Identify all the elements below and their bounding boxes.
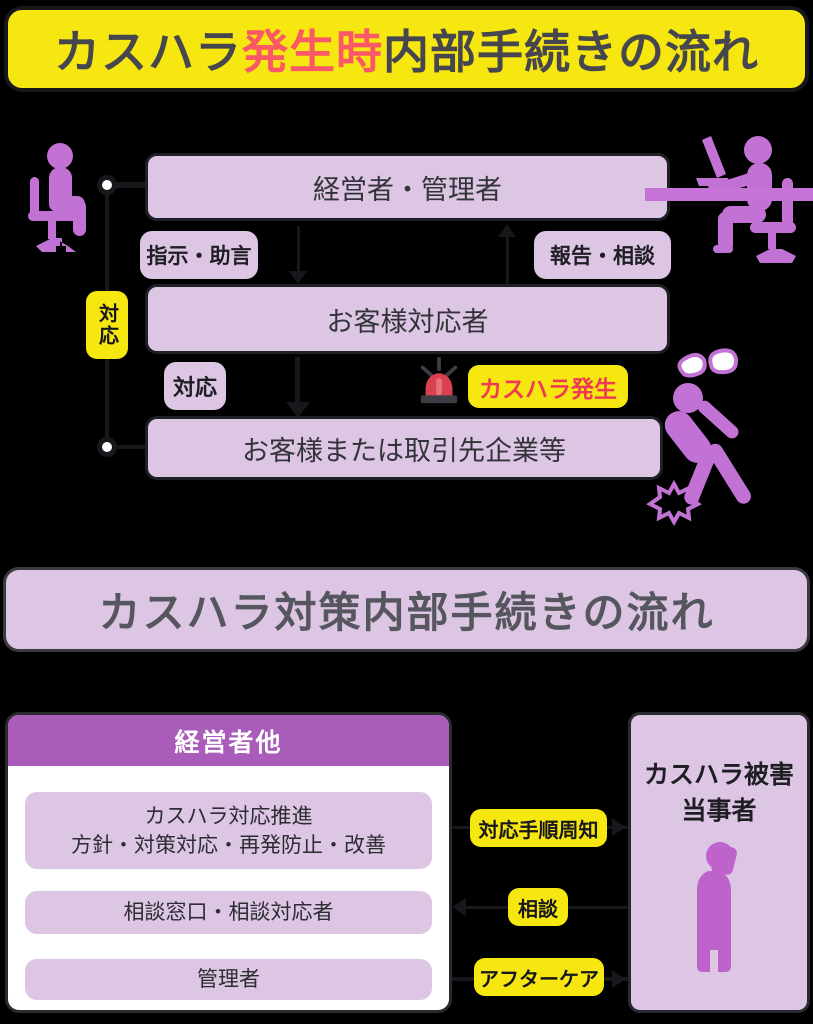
victim-line-2: 当事者: [681, 797, 757, 825]
stomp-burst: [646, 479, 702, 527]
box-staff: お客様対応者: [145, 284, 670, 354]
arrow-up-head: [498, 224, 516, 237]
victim-title: カスハラ被害 当事者: [644, 757, 794, 829]
title1-segment-3: 内部手続きの流れ: [383, 26, 759, 78]
arrow-down-head: [289, 271, 307, 284]
panel-item-manager: 管理者: [25, 959, 432, 1000]
connector-line-top: [116, 182, 146, 188]
angry-customer-icon: [646, 348, 751, 527]
arrow-down-line: [297, 226, 300, 274]
arrow-thick-line: [295, 357, 300, 405]
desk-icon: [645, 188, 813, 201]
victim-box: カスハラ被害 当事者: [628, 712, 810, 1013]
panel-header: 経営者他: [8, 715, 449, 766]
box-manager: 経営者・管理者: [145, 153, 670, 221]
promotion-line-1: カスハラ対応推進: [144, 804, 313, 828]
title1-segment-2: 発生時: [242, 26, 383, 78]
label-respond-side: 対応: [86, 291, 128, 359]
label-incident: カスハラ発生: [468, 365, 628, 408]
person-on-chair-icon: [28, 143, 86, 252]
arrow-aftercare-head: [612, 970, 626, 988]
title1-segment-1: カスハラ: [54, 26, 242, 78]
label-report: 報告・相談: [534, 231, 671, 279]
arrow-consult-head: [452, 898, 466, 916]
crying-employee-icon: [697, 842, 737, 972]
arrow-procedure-head: [612, 818, 626, 836]
label-instruction: 指示・助言: [140, 231, 258, 279]
victim-line-1: カスハラ被害: [643, 761, 794, 789]
box-customer: お客様または取引先企業等: [145, 416, 663, 480]
connector-ring-top: [97, 175, 117, 195]
title-incident-flow: カスハラ発生時内部手続きの流れ: [4, 6, 809, 92]
label-procedure: 対応手順周知: [470, 809, 607, 847]
panel-item-promotion: カスハラ対応推進 方針・対策対応・再発防止・改善: [25, 792, 432, 869]
connector-ring-bottom: [97, 437, 117, 457]
label-consult: 相談: [508, 888, 568, 926]
label-respond: 対応: [164, 362, 226, 410]
label-aftercare: アフターケア: [474, 958, 604, 996]
promotion-line-2: 方針・対策対応・再発防止・改善: [71, 833, 386, 857]
siren-icon: [420, 356, 458, 404]
connector-line-bottom: [116, 445, 148, 449]
title-countermeasure-flow: カスハラ対策内部手続きの流れ: [3, 567, 810, 652]
management-panel: 経営者他 カスハラ対応推進 方針・対策対応・再発防止・改善 相談窓口・相談対応者…: [5, 712, 452, 1013]
arrow-thick-head: [286, 402, 310, 418]
arrow-up-line: [506, 236, 509, 284]
panel-item-contact: 相談窓口・相談対応者: [25, 891, 432, 934]
